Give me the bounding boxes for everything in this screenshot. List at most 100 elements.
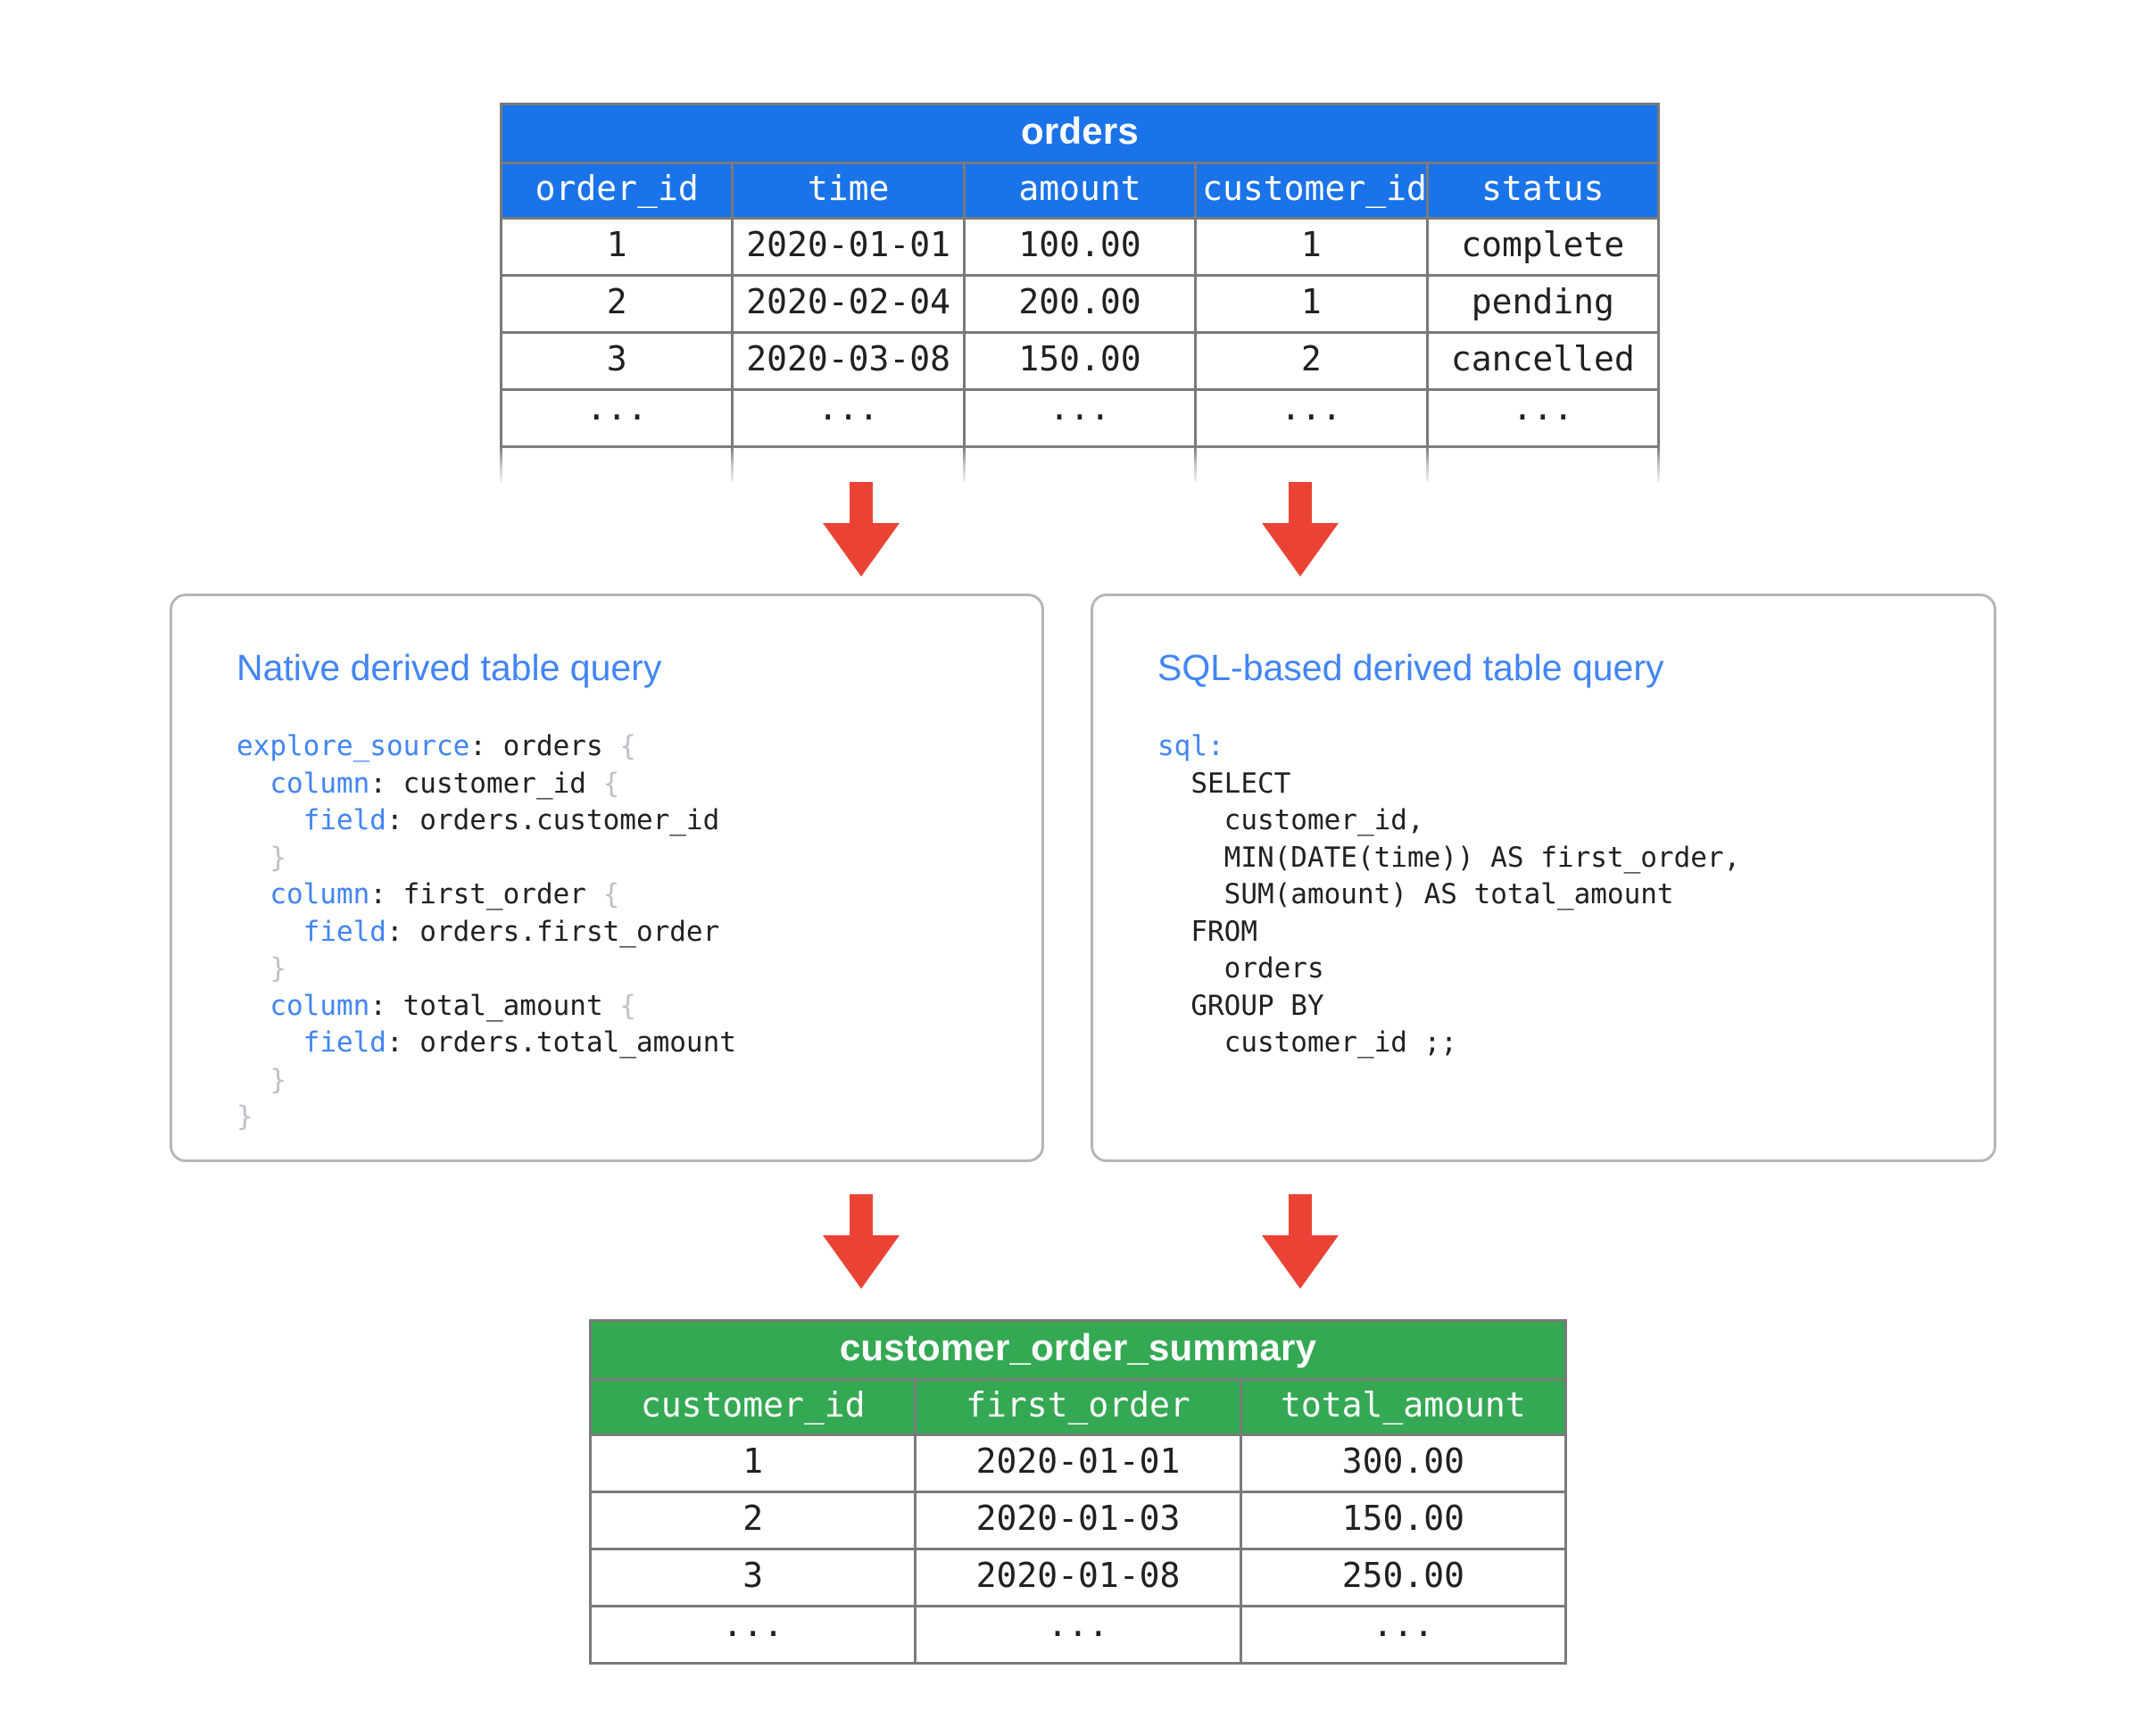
table-row: 2 2020-02-04 200.00 1 pending <box>499 274 1661 334</box>
orders-column-header-customer-id: customer_id <box>1194 162 1429 220</box>
cell <box>1425 445 1661 481</box>
cell <box>499 445 734 481</box>
orders-table-title: orders <box>500 103 1660 164</box>
cell: 1 <box>1194 274 1429 334</box>
arrow-orders-to-sql <box>1260 482 1340 577</box>
native-code-token <box>236 804 303 836</box>
native-code-token <box>236 916 303 948</box>
sql-code-token: MIN(DATE(time)) AS first_order, <box>1157 841 1741 874</box>
arrow-orders-to-native <box>821 482 901 577</box>
cell: 1 <box>588 1433 917 1493</box>
native-code-line: } <box>236 1099 736 1136</box>
cell: 3 <box>499 331 734 391</box>
cell: 3 <box>588 1548 917 1607</box>
cell: 1 <box>1194 217 1429 277</box>
cell <box>1194 445 1429 481</box>
arrow-head <box>823 1235 900 1289</box>
sql-code-line: customer_id, <box>1157 802 1740 840</box>
sql-code-token: customer_id, <box>1157 804 1424 836</box>
cell: 1 <box>499 217 734 277</box>
cell: 2020-03-08 <box>731 331 966 391</box>
native-code-line: field: orders.customer_id <box>236 802 736 840</box>
native-code-token: explore_source <box>236 730 470 762</box>
native-code-token: { <box>602 767 620 800</box>
sql-code-line: MIN(DATE(time)) AS first_order, <box>1157 840 1741 877</box>
table-row: 1 2020-01-01 100.00 1 complete <box>499 217 1661 277</box>
orders-table-body: orders order_id time amount customer_id … <box>499 103 1661 481</box>
native-code-token: field <box>303 915 386 948</box>
native-code-token: : orders.total_amount <box>386 1026 736 1059</box>
sql-code-token: GROUP BY <box>1157 989 1324 1022</box>
native-code-token <box>236 768 270 800</box>
native-code-token: : total_amount <box>369 989 620 1022</box>
summary-column-header-first-order: first_order <box>914 1378 1242 1436</box>
cell: 150.00 <box>962 331 1198 391</box>
cell: 2 <box>499 274 734 334</box>
summary-column-header-customer-id: customer_id <box>588 1378 917 1436</box>
summary-table-body: customer_order_summary customer_id first… <box>588 1319 1568 1665</box>
cell: ... <box>731 388 966 448</box>
native-code-token: column <box>270 878 370 910</box>
native-code-token: : orders <box>469 730 620 762</box>
native-code-token <box>236 1026 303 1059</box>
cell: ... <box>1239 1605 1568 1665</box>
native-code-token: { <box>619 989 636 1022</box>
native-code-line: column: customer_id { <box>236 766 736 803</box>
customer-order-summary-table: customer_order_summary customer_id first… <box>588 1319 1568 1665</box>
native-code-line: } <box>236 1062 736 1100</box>
arrow-native-to-summary <box>821 1194 901 1289</box>
cell: 2 <box>1194 331 1429 391</box>
orders-column-header-time: time <box>731 162 966 220</box>
native-code-token: column <box>270 767 370 800</box>
sql-code-token: SUM(amount) AS total_amount <box>1157 878 1674 910</box>
native-code-line: explore_source: orders { <box>236 728 736 766</box>
native-code-token <box>236 878 270 910</box>
summary-header-row: customer_id first_order total_amount <box>588 1378 1568 1436</box>
cell: cancelled <box>1425 331 1661 391</box>
orders-source-table: orders order_id time amount customer_id … <box>499 103 1661 482</box>
native-code-token <box>236 1064 270 1096</box>
sql-panel-title: SQL-based derived table query <box>1157 647 1664 688</box>
native-code-token: column <box>270 989 370 1022</box>
native-code-token: } <box>236 1101 253 1133</box>
summary-title-row: customer_order_summary <box>589 1319 1567 1381</box>
native-code-token: field <box>303 804 386 836</box>
sql-code-line: customer_id ;; <box>1157 1025 1740 1062</box>
cell: pending <box>1425 274 1661 334</box>
sql-code-line: SUM(amount) AS total_amount <box>1157 876 1740 914</box>
cell: ... <box>1194 388 1429 448</box>
cell <box>731 445 966 481</box>
native-code-token <box>236 990 270 1022</box>
cell: 100.00 <box>962 217 1198 277</box>
sql-code-line: orders <box>1157 951 1740 988</box>
cell: complete <box>1425 217 1661 277</box>
sql-code-token: SELECT <box>1157 767 1291 800</box>
cell: 2020-01-01 <box>914 1433 1242 1493</box>
cell: 150.00 <box>1239 1491 1568 1550</box>
sql-code-token: customer_id ;; <box>1157 1026 1457 1059</box>
native-panel-title: Native derived table query <box>236 647 662 688</box>
summary-column-header-total-amount: total_amount <box>1239 1378 1568 1436</box>
orders-column-header-order-id: order_id <box>499 162 734 220</box>
cell <box>962 445 1198 481</box>
native-code-token <box>236 842 270 874</box>
native-code-token: : customer_id <box>369 767 603 800</box>
summary-table-title: customer_order_summary <box>589 1319 1567 1381</box>
cell: 2020-01-01 <box>731 217 966 277</box>
native-code-line: field: orders.first_order <box>236 914 736 951</box>
orders-title-row: orders <box>500 103 1660 164</box>
arrow-sql-to-summary <box>1260 1194 1340 1289</box>
native-derived-table-panel: Native derived table query explore_sourc… <box>170 594 1044 1162</box>
sql-code-token: orders <box>1157 952 1324 984</box>
arrow-head <box>1262 523 1339 577</box>
native-code-token: } <box>270 952 286 984</box>
native-code-token: : first_order <box>369 878 603 910</box>
table-row: 2 2020-01-03 150.00 <box>588 1491 1568 1550</box>
sql-derived-table-panel: SQL-based derived table query sql: SELEC… <box>1091 594 1996 1162</box>
native-code-token: : orders.first_order <box>386 915 720 948</box>
cell: 300.00 <box>1239 1433 1568 1493</box>
cell: ... <box>499 388 734 448</box>
arrow-head <box>1262 1235 1339 1289</box>
cell: 2 <box>588 1491 917 1550</box>
native-code-token: } <box>270 841 286 874</box>
